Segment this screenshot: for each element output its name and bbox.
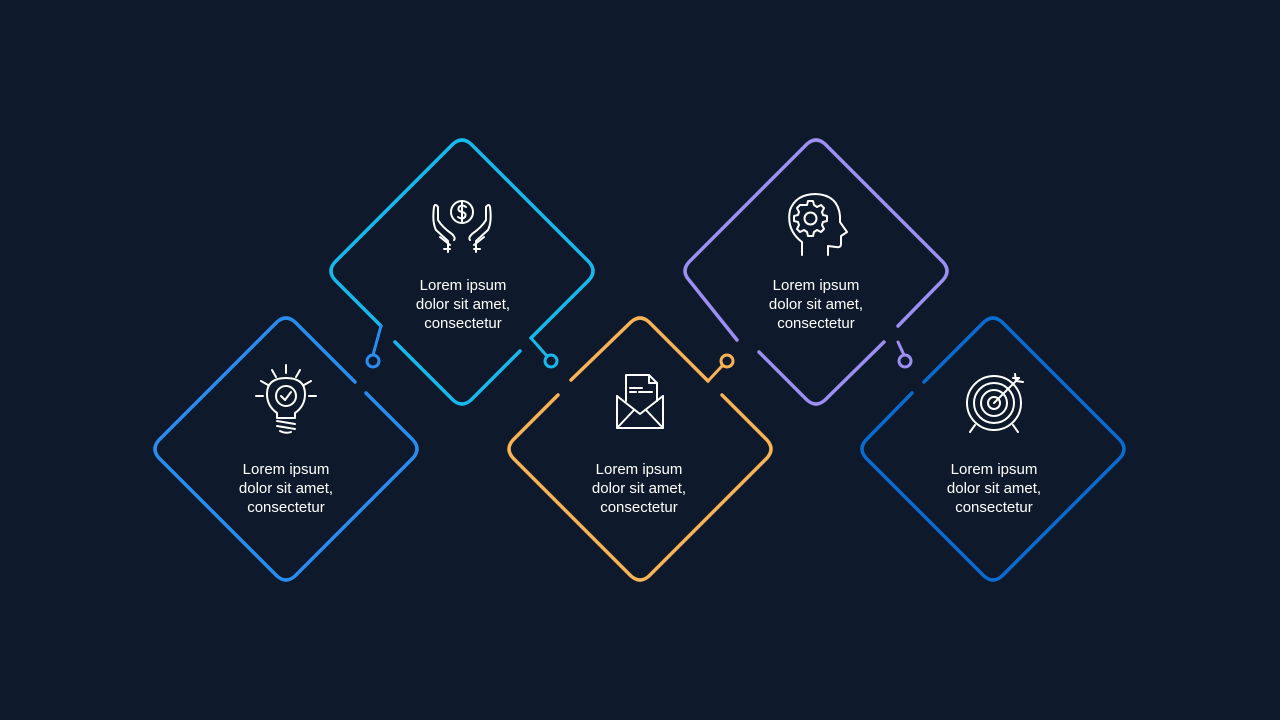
step-1-label: Lorem ipsum dolor sit amet, consectetur xyxy=(211,460,361,517)
step-2-line-3: consectetur xyxy=(424,315,502,332)
step-5-label: Lorem ipsum dolor sit amet, consectetur xyxy=(919,460,1069,517)
step-3-line-1: Lorem ipsum xyxy=(595,461,683,478)
step-2-line-1: Lorem ipsum xyxy=(419,277,507,294)
step-2-line-2: dolor sit amet, xyxy=(415,296,511,313)
connector-1 xyxy=(365,324,383,369)
step-5-line-2: dolor sit amet, xyxy=(946,480,1042,497)
step-4-label: Lorem ipsum dolor sit amet, consectetur xyxy=(741,276,891,333)
envelope-document-icon xyxy=(616,374,664,429)
lightbulb-check-icon xyxy=(255,364,317,434)
step-3-line-2: dolor sit amet, xyxy=(591,480,687,497)
connector-2 xyxy=(529,336,559,369)
step-1-diamond xyxy=(153,316,419,582)
hands-dollar-icon xyxy=(432,200,492,253)
step-3-line-3: consectetur xyxy=(600,499,678,516)
step-1-line-2: dolor sit amet, xyxy=(238,480,334,497)
step-4-line-2: dolor sit amet, xyxy=(768,296,864,313)
connector-4-dot xyxy=(897,353,913,369)
step-5-line-1: Lorem ipsum xyxy=(950,461,1038,478)
step-5-line-3: consectetur xyxy=(955,499,1033,516)
step-4-line-1: Lorem ipsum xyxy=(772,277,860,294)
step-1-line-1: Lorem ipsum xyxy=(242,461,330,478)
step-2-label: Lorem ipsum dolor sit amet, consectetur xyxy=(388,276,538,333)
step-5-diamond xyxy=(860,316,1126,582)
step-3-diamond xyxy=(507,316,773,582)
head-gear-icon xyxy=(788,193,848,256)
connector-3-dot xyxy=(719,353,735,369)
step-3-label: Lorem ipsum dolor sit amet, consectetur xyxy=(564,460,714,517)
connector-4 xyxy=(896,340,913,369)
connector-1-dot xyxy=(365,353,381,369)
step-1-line-3: consectetur xyxy=(247,499,325,516)
step-2-diamond xyxy=(329,138,595,406)
step-4-diamond xyxy=(683,138,949,406)
step-4-line-3: consectetur xyxy=(777,315,855,332)
target-arrow-icon xyxy=(966,373,1024,433)
connector-2-dot xyxy=(543,353,559,369)
connector-3 xyxy=(706,353,735,383)
